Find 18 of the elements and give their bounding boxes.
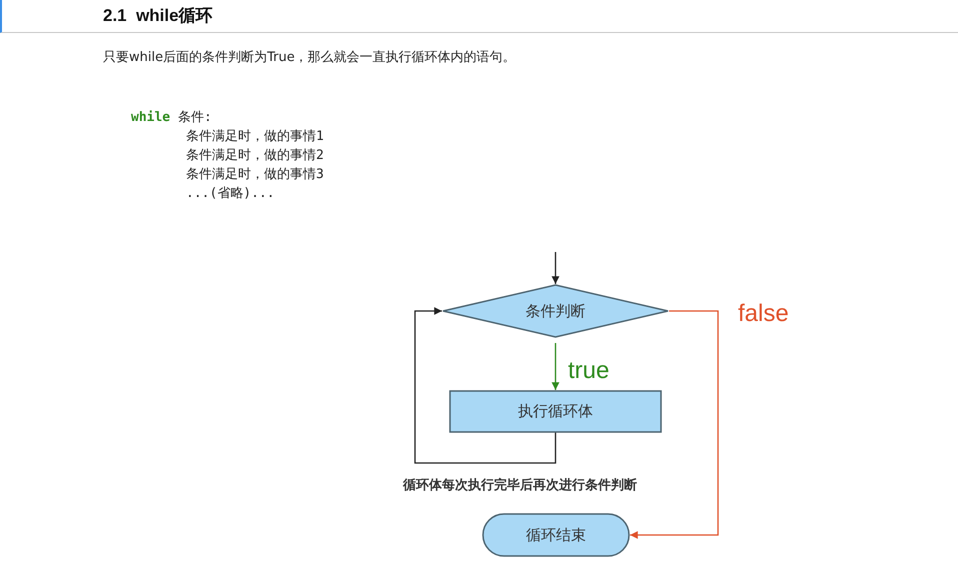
node-label: 条件判断 bbox=[526, 302, 586, 320]
terminal-box bbox=[483, 514, 629, 556]
code-line: ...(省略)... bbox=[186, 185, 275, 203]
arrow bbox=[552, 252, 560, 284]
process-box bbox=[450, 391, 661, 432]
decision-diamond bbox=[443, 285, 668, 337]
intro-paragraph: 只要while后面的条件判断为True，那么就会一直执行循环体内的语句。 bbox=[103, 49, 516, 66]
code-line: 条件满足时，做的事情3 bbox=[186, 166, 324, 184]
node-label: 循环结束 bbox=[526, 526, 586, 544]
code-line: 条件满足时，做的事情2 bbox=[186, 147, 324, 165]
loop-note: 循环体每次执行完毕后再次进行条件判断 bbox=[403, 476, 637, 494]
labeled-arrow bbox=[630, 310, 719, 539]
code-line: 条件满足时，做的事情1 bbox=[186, 128, 324, 146]
code-line: while 条件: bbox=[131, 109, 212, 127]
labeled-arrow bbox=[552, 343, 560, 390]
node-label: 执行循环体 bbox=[518, 402, 593, 421]
section-title: 2.1 while循环 bbox=[103, 5, 213, 27]
arrow bbox=[414, 307, 556, 464]
